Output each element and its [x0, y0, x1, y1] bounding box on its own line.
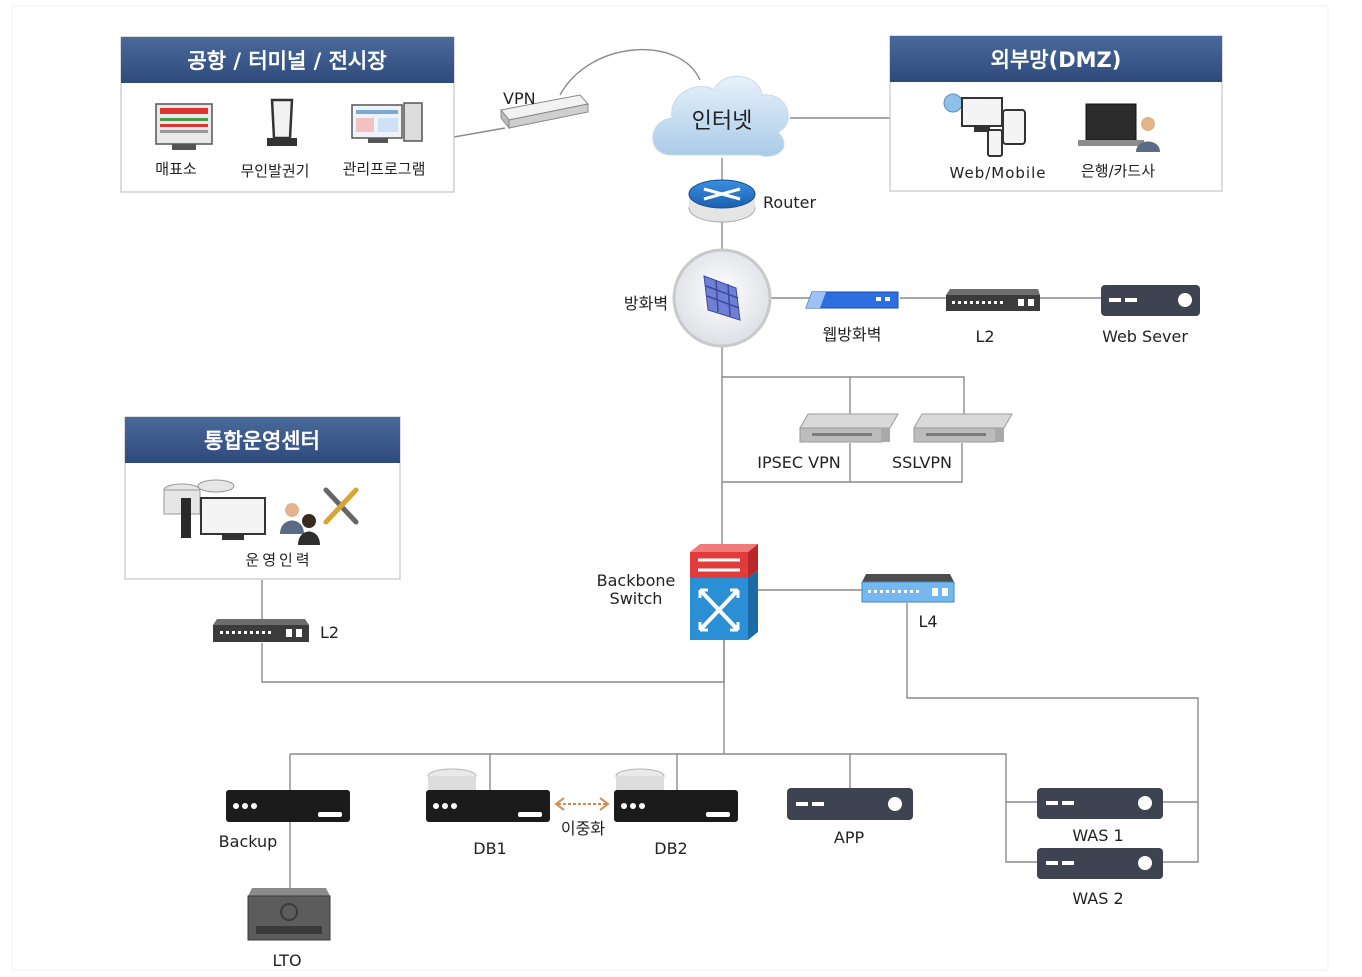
- airport-title: 공항 / 터미널 / 전시장: [187, 49, 386, 73]
- dmz-panel: 외부망(DMZ) Web/Mobile 은행/카드사: [889, 35, 1223, 192]
- l4-switch-icon: [861, 574, 955, 603]
- l2-switch-top-icon: [946, 289, 1040, 311]
- redundancy-label: 이중화: [561, 819, 605, 838]
- sslvpn-label: SSLVPN: [892, 453, 952, 472]
- ops-center-panel: 통합운영센터 운영인력: [124, 416, 401, 580]
- lto-tape-icon: [247, 888, 331, 941]
- ticket-office-icon: [155, 103, 213, 150]
- internet-cloud-icon: [652, 75, 789, 157]
- l4-label: L4: [918, 612, 937, 631]
- db2-server-icon: [614, 768, 738, 822]
- web-server-icon: [1101, 285, 1200, 316]
- ops-staff-label: 운영인력: [245, 551, 312, 569]
- ticket-office-label: 매표소: [155, 160, 197, 178]
- airport-header: [121, 37, 454, 83]
- backbone-label-line1: Backbone: [597, 571, 676, 590]
- tools-icon: [323, 487, 359, 525]
- waf-icon: [805, 291, 899, 309]
- ipsec-vpn-label: IPSEC VPN: [757, 453, 840, 472]
- lto-label: LTO: [272, 951, 301, 970]
- was1-label: WAS 1: [1072, 826, 1123, 845]
- airport-panel: 공항 / 터미널 / 전시장 매표소 무인발권기 관리프로그램: [120, 36, 455, 193]
- redundancy-arrow-icon: [554, 797, 610, 811]
- l2-top-label: L2: [975, 327, 994, 346]
- backup-label: Backup: [219, 832, 278, 851]
- router-label: Router: [763, 193, 816, 212]
- ops-center-title: 통합운영센터: [204, 429, 320, 453]
- connection-lines: [261, 48, 1199, 888]
- ops-center-header: [125, 417, 400, 463]
- ipsec-vpn-icon: [799, 413, 899, 443]
- backbone-switch-icon: [690, 544, 758, 640]
- was2-server-icon: [1037, 848, 1163, 879]
- web-server-label: Web Sever: [1102, 327, 1188, 346]
- kiosk-label: 무인발권기: [240, 162, 309, 180]
- backbone-label-line2: Switch: [610, 589, 663, 608]
- waf-label: 웹방화벽: [823, 325, 882, 344]
- bank-card-icon: [1078, 103, 1160, 152]
- management-program-label: 관리프로그램: [343, 160, 426, 178]
- router-icon: [688, 179, 756, 223]
- db2-label: DB2: [654, 839, 687, 858]
- was1-server-icon: [1037, 788, 1163, 819]
- app-server-icon: [787, 788, 913, 820]
- was2-label: WAS 2: [1072, 889, 1123, 908]
- internet-label: 인터넷: [692, 109, 753, 134]
- firewall-icon: [672, 248, 772, 348]
- db1-server-icon: [426, 768, 550, 822]
- kiosk-icon: [267, 98, 297, 146]
- backup-server-icon: [226, 790, 350, 822]
- bank-card-label: 은행/카드사: [1081, 162, 1155, 180]
- l2-ops-label: L2: [320, 623, 339, 642]
- dmz-title: 외부망(DMZ): [991, 48, 1122, 72]
- vpn-device: [500, 94, 589, 130]
- web-mobile-icon: [943, 93, 1026, 157]
- web-mobile-label: Web/Mobile: [950, 164, 1047, 182]
- management-program-icon: [351, 102, 423, 143]
- ops-staff-icon: [280, 503, 320, 545]
- db1-label: DB1: [473, 839, 506, 858]
- dmz-header: [890, 36, 1222, 82]
- vpn-label: VPN: [503, 89, 536, 108]
- sslvpn-icon: [913, 413, 1013, 443]
- l2-switch-ops-icon: [213, 619, 309, 642]
- app-label: APP: [834, 828, 865, 847]
- ops-workstation-icon: [163, 479, 266, 540]
- firewall-label: 방화벽: [624, 294, 668, 313]
